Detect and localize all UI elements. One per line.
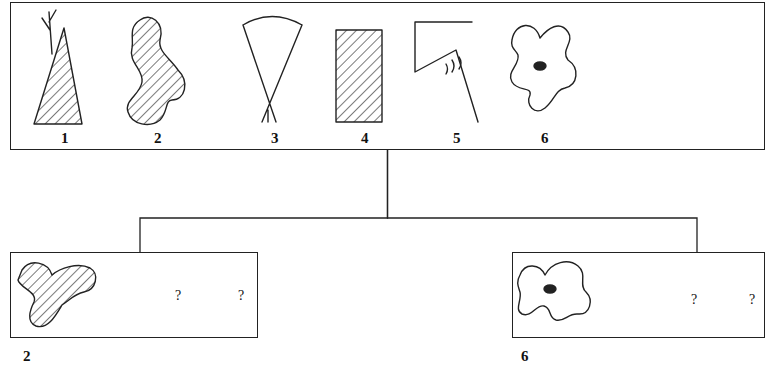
amoeba-outline (518, 262, 590, 320)
hatched-blob (127, 17, 184, 124)
shape-number: 2 (154, 129, 162, 147)
question-mark: ? (238, 287, 244, 305)
shape-number: 2 (23, 347, 31, 365)
shape-number: 3 (271, 129, 279, 147)
amoeba-outline (510, 25, 575, 110)
shape-number: 4 (361, 129, 369, 147)
node-box: 1 2 3 4 5 6 (10, 2, 765, 150)
nucleus-dot (544, 285, 556, 293)
shape-number: 6 (521, 347, 529, 365)
hatched-square (336, 30, 382, 122)
tree-connector (140, 150, 388, 252)
notched-outline (415, 22, 478, 122)
question-mark: ? (691, 291, 697, 309)
hatched-blob (18, 263, 96, 327)
squiggles (446, 57, 461, 74)
shape-number: 6 (541, 129, 549, 147)
question-mark: ? (749, 291, 755, 309)
hatched-triangle (34, 28, 82, 124)
nucleus-dot (534, 62, 546, 70)
shape-number: 5 (453, 129, 461, 147)
question-mark: ? (175, 287, 181, 305)
fan-outline (243, 17, 302, 123)
node-box: ??2 (10, 252, 258, 338)
node-box: ??6 (512, 252, 765, 338)
twig (42, 10, 56, 54)
shape-number: 1 (61, 129, 69, 147)
tree-connector (388, 150, 698, 252)
